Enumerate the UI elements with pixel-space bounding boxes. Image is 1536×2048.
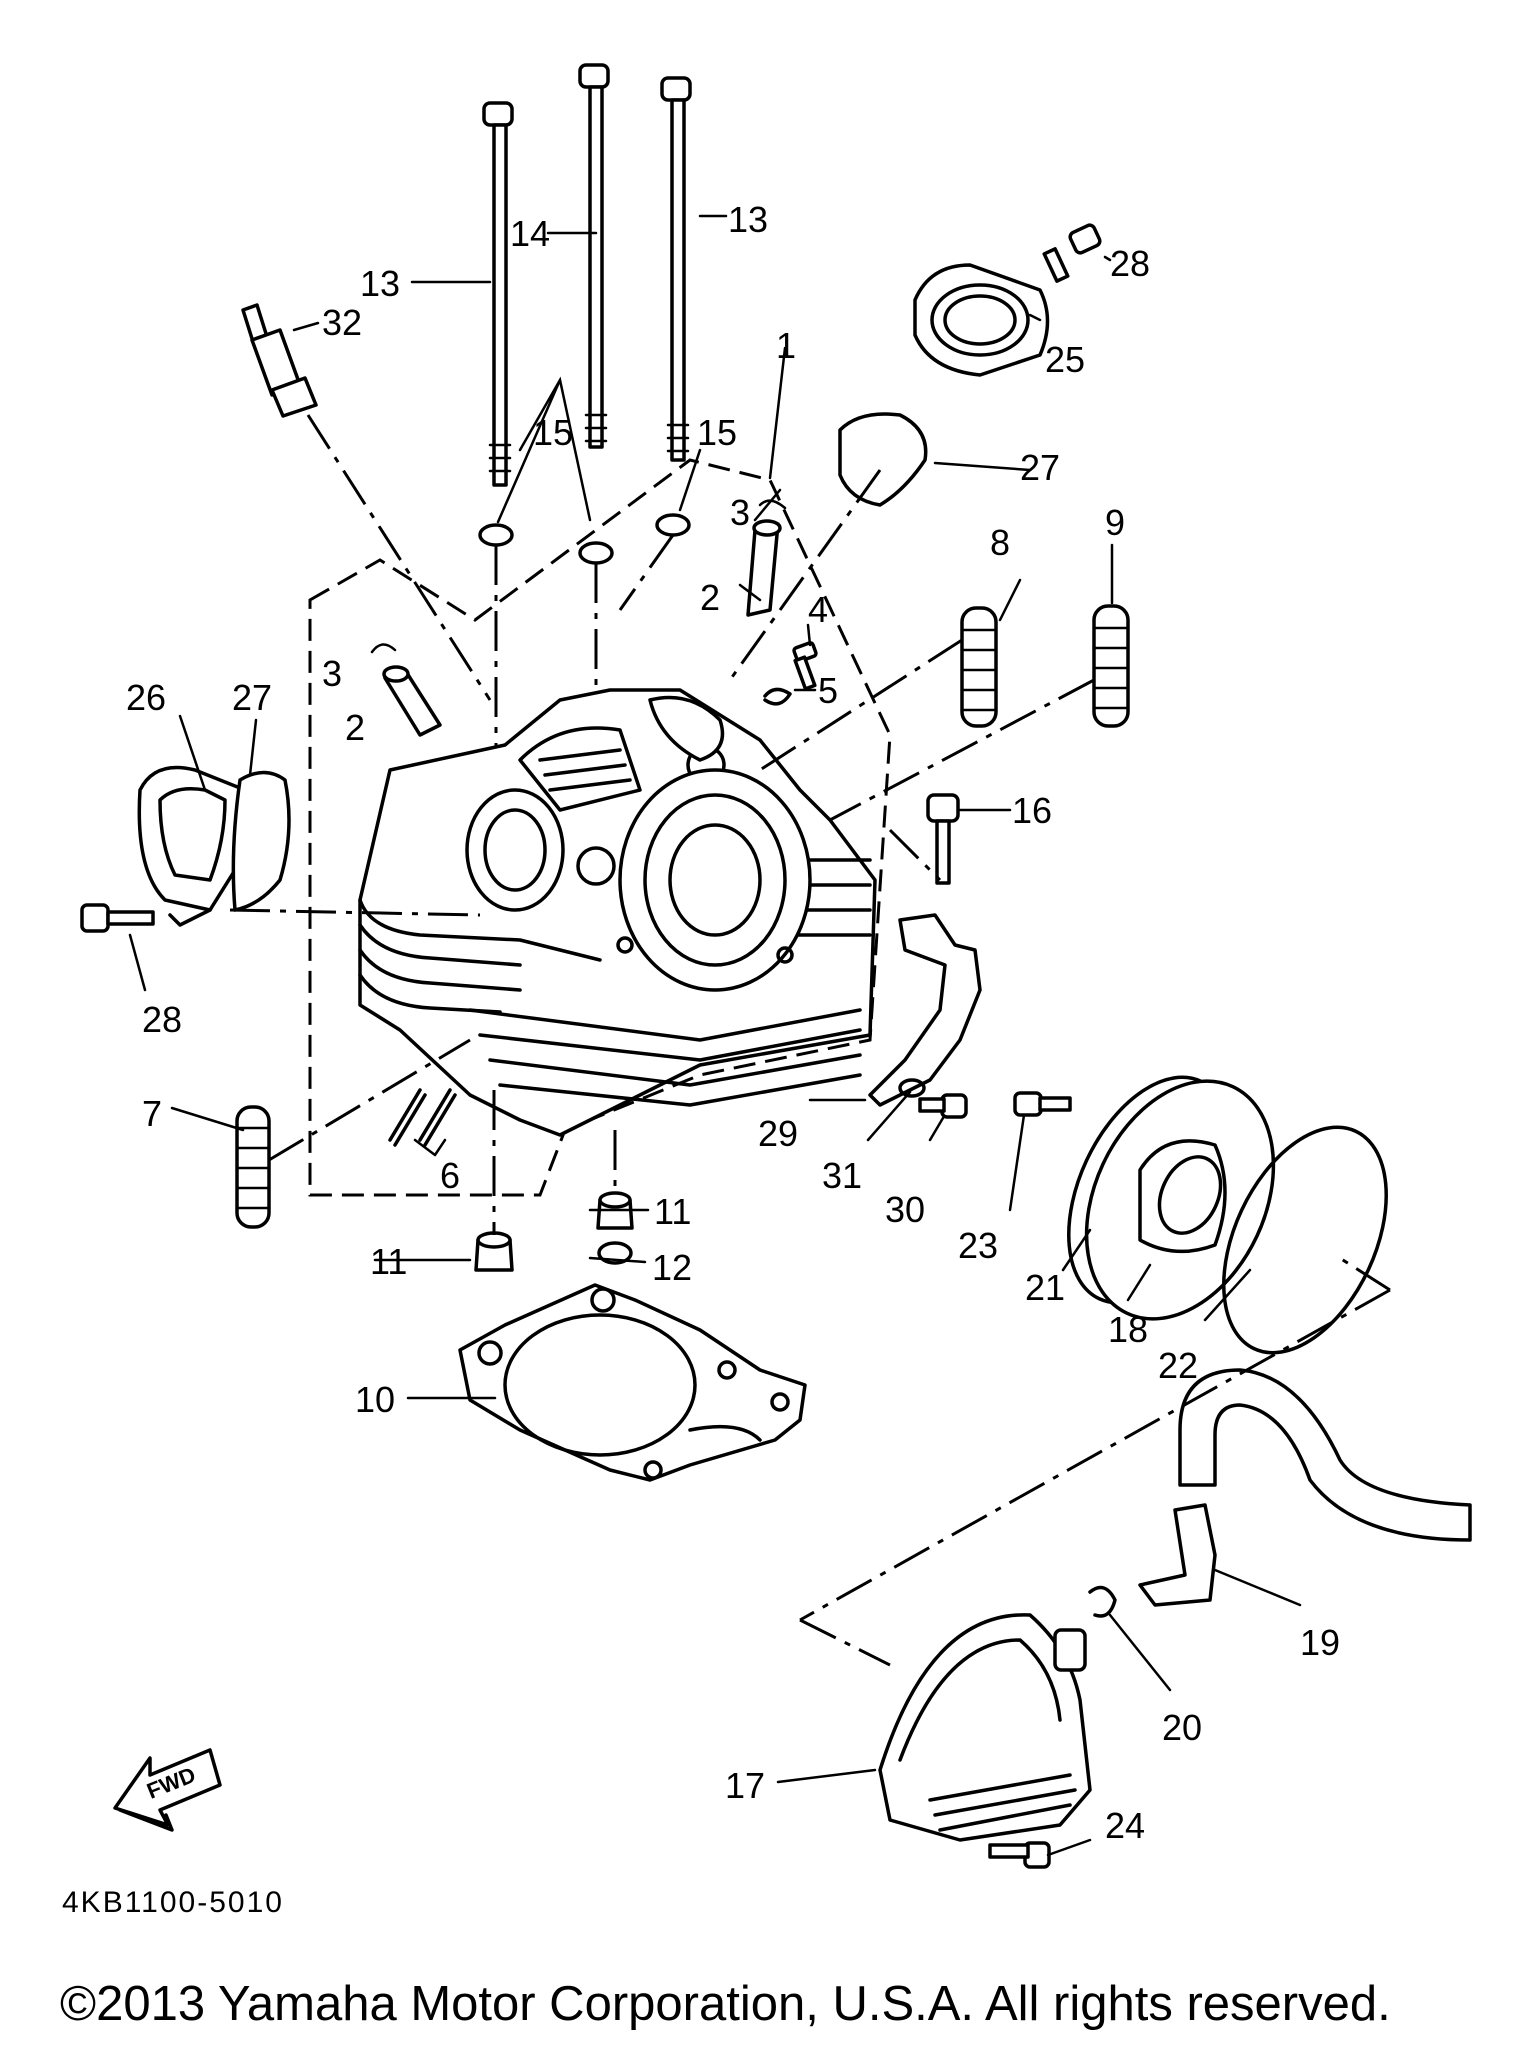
callout-8: 8 [990,522,1010,563]
callout-22: 22 [1158,1345,1198,1386]
callout-25: 25 [1045,339,1085,380]
callout-5: 5 [818,670,838,711]
callout-18: 18 [1108,1309,1148,1350]
callout-10: 10 [355,1379,395,1420]
bolt-23 [1013,1091,1072,1117]
tappet-cover-26 [137,765,248,927]
callout-32: 32 [322,302,362,343]
callout-3-upper: 3 [730,492,750,533]
cylinder-head [358,688,877,1137]
head-bolt-13-right [660,76,692,462]
fwd-direction-arrow: FWD [113,1748,222,1832]
callout-14: 14 [510,213,550,254]
gasket-22 [1222,1125,1388,1355]
callout-15-right: 15 [697,412,737,453]
leader-lines [128,214,1302,1857]
stud-bolt-4 [792,641,818,691]
callout-7: 7 [142,1093,162,1134]
head-bolt-13-left [482,101,514,487]
callout-1: 1 [776,325,796,366]
washer-31 [898,1078,926,1098]
callout-28-upper: 28 [1110,243,1150,284]
callout-27-left: 27 [232,677,272,718]
callout-labels: 13 14 13 32 15 15 1 28 25 27 3 2 4 5 8 9… [126,199,1340,1846]
callout-28-left: 28 [142,999,182,1040]
hose-19 [1138,1503,1217,1607]
gasket-27-left [231,770,291,912]
washer-15-b [578,541,614,565]
hose-clamp-20 [1088,1585,1117,1618]
intake-joint-18 [1084,1079,1276,1321]
bolt-28-left [80,903,155,933]
assembly-boundary [308,458,892,1197]
callout-2-left: 2 [345,707,365,748]
callout-29: 29 [758,1113,798,1154]
spark-plug-32 [241,303,492,701]
clip-5 [763,687,792,706]
head-bolt-14 [578,63,610,449]
breather-hose [1178,1368,1472,1542]
callout-11-right: 11 [654,1191,691,1232]
bolt-16 [926,793,960,885]
gasket-27-upper [838,412,928,507]
callout-6: 6 [440,1155,460,1196]
callout-20: 20 [1162,1707,1202,1748]
exhaust-flange-25 [913,263,1050,377]
plug-11-left [474,1231,514,1272]
callout-13-left: 13 [360,263,400,304]
copyright-notice: ©2013 Yamaha Motor Corporation, U.S.A. A… [60,1977,1391,2031]
callout-21: 21 [1025,1267,1065,1308]
plug-11-right [596,1191,634,1230]
callout-17: 17 [725,1765,765,1806]
bolt-30 [918,1093,968,1119]
cylinder-head-gasket-10 [458,1283,807,1482]
dowel-pin-8 [960,606,998,728]
drawing-code: 4KB1100-5010 [62,1886,284,1919]
valve-guide-2-left [370,643,442,737]
callout-12: 12 [652,1247,692,1288]
callout-27-upper: 27 [1020,447,1060,488]
bolt-28-upper [1042,223,1102,283]
washer-12 [597,1241,633,1265]
stud-6-b [418,1088,457,1147]
bolt-24 [988,1841,1051,1869]
callout-15-left: 15 [533,412,573,453]
washer-15-c [655,513,691,537]
callout-19: 19 [1300,1622,1340,1663]
callout-3-left: 3 [322,653,342,694]
gasket-29 [868,913,982,1107]
callout-4: 4 [808,589,828,630]
dowel-pin-9 [1092,604,1130,728]
dowel-pin-7 [235,1105,271,1229]
valve-guide-2-upper [746,499,787,617]
callout-24: 24 [1105,1805,1145,1846]
callout-11-left: 11 [370,1241,407,1282]
callout-9: 9 [1105,502,1125,543]
washer-15-a [478,523,514,547]
callout-31: 31 [822,1155,862,1196]
callout-23: 23 [958,1225,998,1266]
stud-6-a [388,1088,427,1147]
callout-13-right: 13 [728,199,768,240]
callout-16: 16 [1012,790,1052,831]
callout-2-upper: 2 [700,577,720,618]
callout-26: 26 [126,677,166,718]
valve-cover-17 [878,1613,1092,1842]
callout-30: 30 [885,1189,925,1230]
